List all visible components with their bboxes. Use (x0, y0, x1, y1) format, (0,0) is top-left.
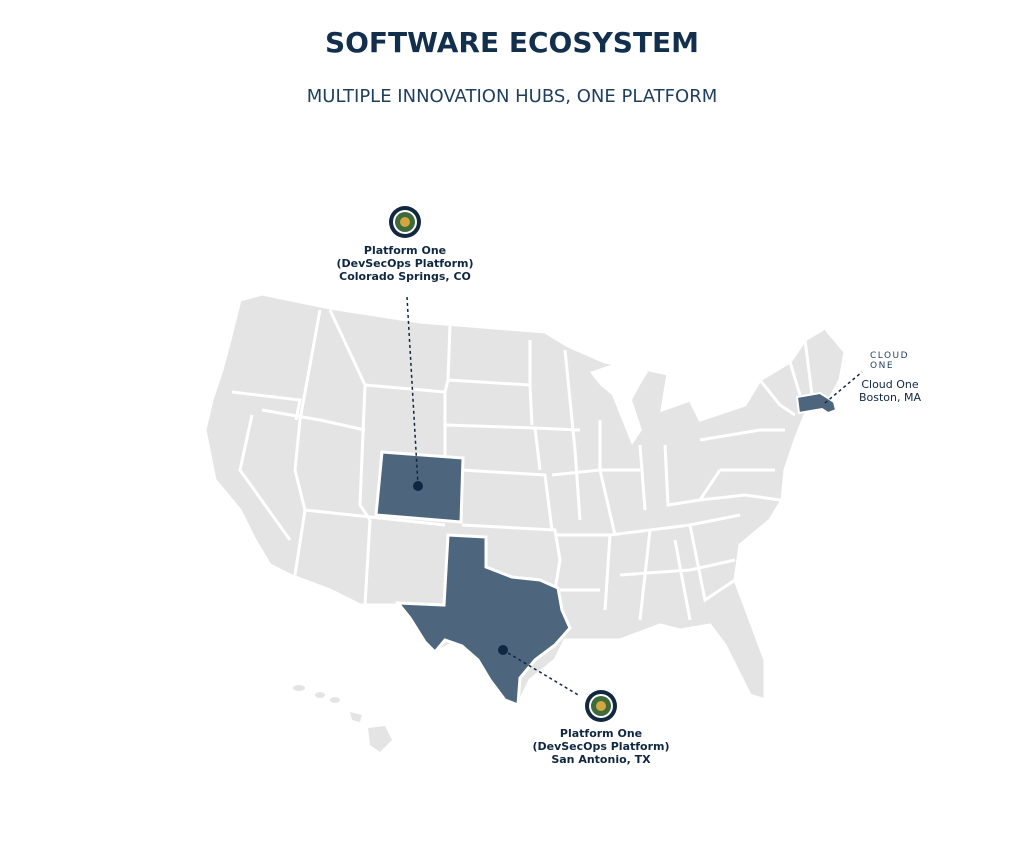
boston-hub-name: Cloud One (861, 378, 919, 391)
texas-connector (502, 649, 581, 697)
colorado-hub-location: Colorado Springs, CO (339, 270, 471, 283)
page-title: SOFTWARE ECOSYSTEM (324, 26, 700, 59)
state-borders (231, 309, 814, 621)
platform-one-seal-icon (585, 690, 617, 722)
cloud-one-logo-line2: ONE (870, 361, 895, 371)
colorado-hub-type: (DevSecOps Platform) (336, 257, 474, 270)
colorado-hub-name: Platform One (363, 244, 447, 257)
colorado-pin (413, 481, 423, 491)
great-lakes (590, 360, 648, 445)
state-texas (394, 533, 572, 708)
boston-connector (824, 371, 863, 404)
colorado-hub-label: Platform One (DevSecOps Platform) Colora… (325, 244, 485, 283)
texas-hub-location: San Antonio, TX (551, 753, 651, 766)
texas-pin (498, 645, 508, 655)
state-massachusetts (795, 391, 838, 415)
platform-one-seal-icon (389, 206, 421, 238)
page-subtitle: MULTIPLE INNOVATION HUBS, ONE PLATFORM (306, 86, 718, 107)
boston-hub-location: Boston, MA (858, 391, 922, 404)
texas-hub-label: Platform One (DevSecOps Platform) San An… (521, 727, 681, 766)
texas-hub-name: Platform One (559, 727, 643, 740)
cloud-one-logo-line1: CLOUD (870, 351, 910, 361)
texas-hub-type: (DevSecOps Platform) (532, 740, 670, 753)
boston-hub-label: Cloud One Boston, MA (840, 378, 940, 404)
colorado-connector (406, 296, 419, 486)
hawaii-islands (293, 685, 392, 752)
cloud-one-logo-icon: CLOUD ONE (870, 351, 909, 371)
